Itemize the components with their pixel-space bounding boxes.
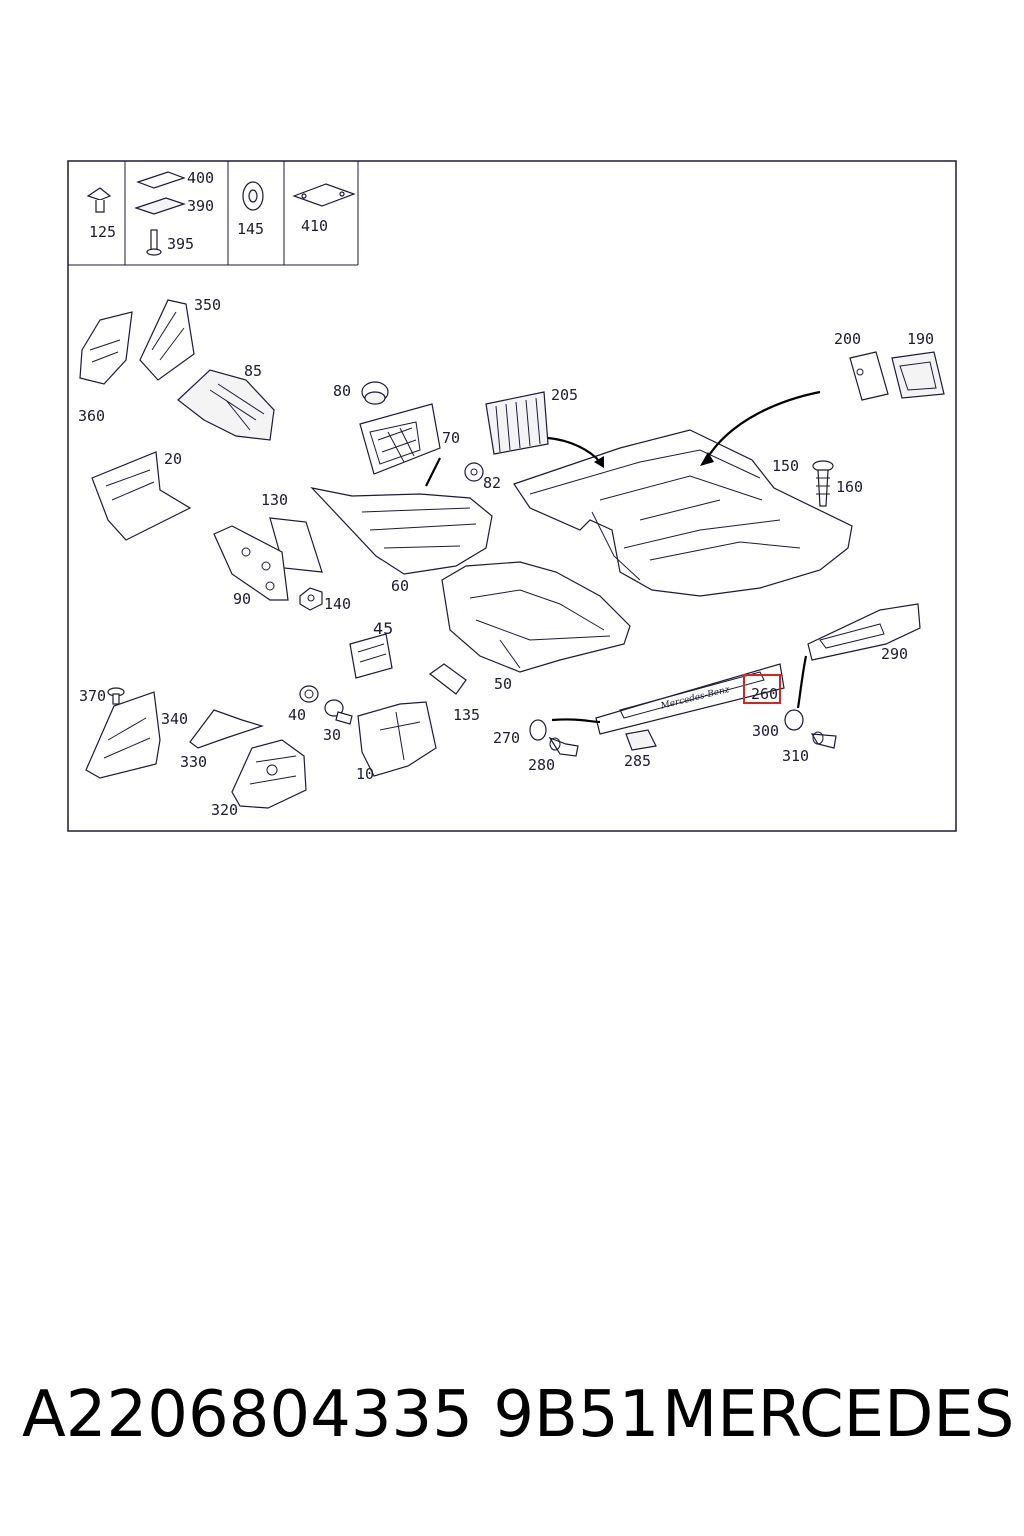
label-370: 370 xyxy=(79,687,106,705)
label-40: 40 xyxy=(288,706,306,724)
label-145: 145 xyxy=(237,220,264,238)
pad-390-icon xyxy=(134,197,186,215)
clip-280 xyxy=(548,736,579,757)
label-20: 20 xyxy=(164,450,182,468)
trim-10 xyxy=(357,701,437,777)
panel-320 xyxy=(231,739,307,809)
label-130: 130 xyxy=(261,491,288,509)
screw-395-icon xyxy=(146,229,162,256)
label-135: 135 xyxy=(453,706,480,724)
panel-350 xyxy=(139,299,195,381)
tunnel-trim-50 xyxy=(441,561,631,673)
label-270: 270 xyxy=(493,729,520,747)
clip-125-icon xyxy=(86,187,112,213)
clip-310 xyxy=(810,731,837,749)
label-50: 50 xyxy=(494,675,512,693)
label-360: 360 xyxy=(78,407,105,425)
nut-140 xyxy=(299,587,323,611)
label-190: 190 xyxy=(907,330,934,348)
label-320: 320 xyxy=(211,801,238,819)
net-190 xyxy=(891,351,945,399)
clip-270 xyxy=(529,719,547,741)
clip-30 xyxy=(324,699,353,725)
footer-caption: A2206804335 9B51 MERCEDES xyxy=(0,1378,1024,1478)
grommet-145-icon xyxy=(242,181,264,211)
pad-400-icon xyxy=(136,171,186,189)
label-150: 150 xyxy=(772,457,799,475)
panel-340 xyxy=(85,691,161,779)
clip-45 xyxy=(349,633,393,679)
label-400: 400 xyxy=(187,169,214,187)
label-410: 410 xyxy=(301,217,328,235)
label-390: 390 xyxy=(187,197,214,215)
trim-60 xyxy=(310,487,493,575)
label-395: 395 xyxy=(167,235,194,253)
label-330: 330 xyxy=(180,753,207,771)
clip-160 xyxy=(812,460,834,507)
legend-box xyxy=(68,161,359,266)
label-300: 300 xyxy=(752,722,779,740)
mat-205 xyxy=(485,391,549,455)
label-82: 82 xyxy=(483,474,501,492)
plate-410-icon xyxy=(292,183,356,207)
clip-285 xyxy=(625,729,657,751)
label-85: 85 xyxy=(244,362,262,380)
label-125: 125 xyxy=(89,223,116,241)
part-number: A2206804335 9B51 xyxy=(22,1378,660,1452)
label-160: 160 xyxy=(836,478,863,496)
label-200: 200 xyxy=(834,330,861,348)
cover-70 xyxy=(359,403,441,475)
label-290: 290 xyxy=(881,645,908,663)
bracket-330 xyxy=(189,709,264,749)
pad-135 xyxy=(428,663,467,695)
label-260: 260 xyxy=(751,685,778,703)
callout-labels: 125 400 390 395 145 410 350 360 85 80 70… xyxy=(78,169,934,819)
panel-20 xyxy=(91,451,192,541)
bracket-200 xyxy=(849,351,889,401)
label-30: 30 xyxy=(323,726,341,744)
diagram-frame xyxy=(67,160,957,832)
label-205: 205 xyxy=(551,386,578,404)
bracket-90 xyxy=(213,525,289,601)
screw-370 xyxy=(107,687,125,705)
panel-85 xyxy=(177,369,275,441)
floor-carpet-150 xyxy=(513,429,853,597)
label-10: 10 xyxy=(356,765,374,783)
label-60: 60 xyxy=(391,577,409,595)
arrows xyxy=(425,390,821,724)
label-140: 140 xyxy=(324,595,351,613)
panel-360 xyxy=(79,311,133,385)
label-285: 285 xyxy=(624,752,651,770)
label-45: 45 xyxy=(373,619,393,638)
label-280: 280 xyxy=(528,756,555,774)
clip-300 xyxy=(784,709,804,731)
label-350: 350 xyxy=(194,296,221,314)
plug-80 xyxy=(361,381,389,405)
sill-290 xyxy=(807,603,921,661)
label-340: 340 xyxy=(161,710,188,728)
label-80: 80 xyxy=(333,382,351,400)
label-310: 310 xyxy=(782,747,809,765)
brand-name: MERCEDES xyxy=(662,1378,1015,1452)
label-70: 70 xyxy=(442,429,460,447)
washer-82 xyxy=(464,462,484,482)
highlight-box-260 xyxy=(743,674,781,704)
label-90: 90 xyxy=(233,590,251,608)
bush-40 xyxy=(299,685,319,703)
